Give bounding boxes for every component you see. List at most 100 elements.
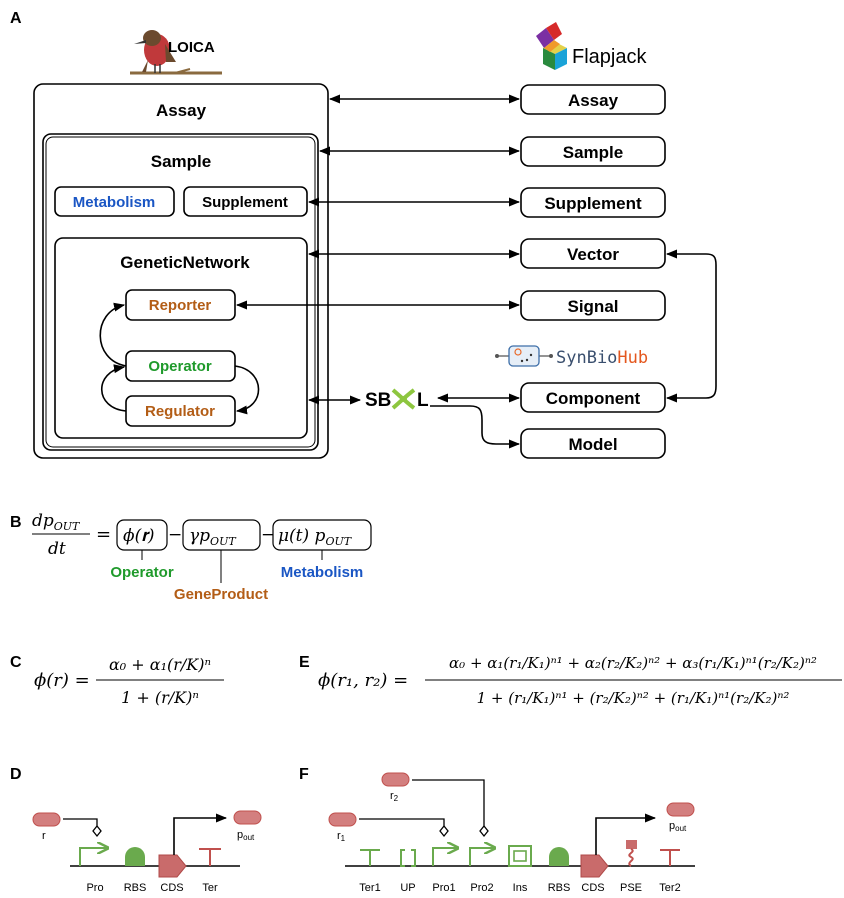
circuit-f-rbs bbox=[549, 847, 569, 866]
synbiohub-logo: SynBioHub bbox=[495, 345, 648, 368]
circuit-f-pro1 bbox=[432, 848, 458, 866]
flapjack-signal-box bbox=[520, 290, 666, 321]
circuit-d-terminator bbox=[199, 848, 221, 866]
svg-text:r2: r2 bbox=[390, 790, 399, 803]
eq-b-term1: ϕ(𝐫) bbox=[123, 526, 155, 546]
circuit-d-input-line bbox=[63, 818, 98, 826]
circuit-d-cds bbox=[158, 854, 187, 878]
operator-to-regulator-arrow bbox=[234, 365, 260, 415]
circuit-f-part-ter2: Ter2 bbox=[659, 882, 680, 894]
circuit-f-pro2 bbox=[469, 848, 495, 866]
flapjack-title: Flapjack bbox=[572, 46, 647, 68]
circuit-f-output-label: p bbox=[669, 820, 675, 832]
circuit-d-output-molecule bbox=[233, 810, 262, 825]
eq-b-minus1: − bbox=[168, 525, 182, 545]
svg-text:pout: pout bbox=[669, 820, 687, 833]
circuit-f-output-molecule bbox=[666, 802, 695, 817]
circuit-f-part-cds: CDS bbox=[581, 882, 604, 894]
circuit-f-operator1-diamond bbox=[439, 824, 449, 838]
circuit-d-output-arrow bbox=[173, 813, 228, 855]
flapjack-signal-label: Signal bbox=[567, 297, 618, 316]
loica-title: LOICA bbox=[168, 39, 215, 56]
circuit-d-output-label: p bbox=[237, 829, 243, 841]
eq-c-numerator: α₀ + α₁(r/K)ⁿ bbox=[109, 655, 211, 674]
flapjack-sample-box bbox=[520, 136, 666, 167]
circuit-f: r2 r1 pout Ter1 UP Pr bbox=[328, 772, 695, 894]
loica-regulator-label: Regulator bbox=[145, 403, 215, 420]
loica-reporter-label: Reporter bbox=[149, 297, 212, 314]
panel-b-label: B bbox=[10, 514, 22, 531]
svg-text:μ(t) pOUT: μ(t) pOUT bbox=[278, 526, 353, 548]
loica-assay-label: Assay bbox=[156, 101, 207, 120]
circuit-f-part-pse: PSE bbox=[620, 882, 642, 894]
circuit-f-input2-molecule bbox=[381, 772, 410, 787]
circuit-f-output-arrow bbox=[595, 813, 657, 855]
flapjack-assay-box bbox=[520, 84, 666, 115]
flapjack-supplement-box bbox=[520, 187, 666, 218]
eq-c-lhs: ϕ(r) = bbox=[34, 670, 90, 691]
circuit-d-input-label: r bbox=[42, 830, 46, 842]
synbiohub-hub: Hub bbox=[617, 348, 648, 368]
flapjack-vector-label: Vector bbox=[567, 245, 619, 264]
flapjack-model-box bbox=[520, 428, 666, 459]
circuit-d-input-molecule bbox=[32, 812, 61, 827]
panel-d-label: D bbox=[10, 766, 22, 783]
loica-sample-box-inner bbox=[45, 136, 316, 448]
eq-b-lhs-num-sub: OUT bbox=[54, 520, 81, 533]
circuit-f-input2-sub: 2 bbox=[394, 794, 399, 803]
loica-metabolism-label: Metabolism bbox=[73, 194, 156, 211]
operator-to-reporter-arrow bbox=[99, 302, 127, 367]
circuit-f-part-ins: Ins bbox=[513, 882, 528, 894]
eq-b-metabolism-label: Metabolism bbox=[281, 564, 364, 581]
flapjack-assay-label: Assay bbox=[568, 91, 619, 110]
flapjack-model-label: Model bbox=[568, 435, 617, 454]
synbiohub-syn: SynBio bbox=[556, 348, 617, 368]
eq-e-denominator: 1 + (r₁/K₁)ⁿ¹ + (r₂/K₂)ⁿ² + (r₁/K₁)ⁿ¹(r₂… bbox=[477, 689, 790, 707]
sbol-logo: SB L bbox=[365, 388, 429, 411]
circuit-f-up bbox=[400, 849, 416, 867]
circuit-f-ins bbox=[508, 845, 532, 867]
circuit-f-input1-line bbox=[359, 818, 445, 826]
flapjack-sample-label: Sample bbox=[563, 143, 623, 162]
circuit-d-rbs bbox=[125, 847, 145, 866]
circuit-d-part-cds: CDS bbox=[160, 882, 183, 894]
circuit-d: r pout Pro RBS CDS Ter bbox=[32, 810, 262, 894]
svg-text:γpOUT: γpOUT bbox=[189, 526, 237, 548]
circuit-f-input2-label: r bbox=[390, 790, 394, 802]
circuit-f-part-ter1: Ter1 bbox=[359, 882, 380, 894]
loica-operator-label: Operator bbox=[148, 358, 212, 375]
loica-logo: LOICA bbox=[130, 30, 222, 75]
loica-reporter-box bbox=[125, 289, 236, 321]
cube-icon bbox=[536, 22, 567, 70]
circuit-f-ter1 bbox=[360, 849, 380, 866]
svg-text:SynBioHub: SynBioHub bbox=[556, 348, 648, 368]
circuit-f-part-rbs: RBS bbox=[548, 882, 571, 894]
panel-a-label: A bbox=[10, 10, 22, 27]
circuit-d-operator-diamond bbox=[92, 824, 102, 838]
bird-icon bbox=[130, 30, 222, 75]
circuit-d-part-ter: Ter bbox=[202, 882, 218, 894]
circuit-f-input1-sub: 1 bbox=[341, 834, 346, 843]
panel-e-label: E bbox=[299, 654, 310, 671]
synbiohub-icon bbox=[495, 345, 553, 367]
panel-f-label: F bbox=[299, 766, 309, 783]
svg-text:pout: pout bbox=[237, 829, 255, 842]
circuit-d-part-pro: Pro bbox=[86, 882, 103, 894]
circuit-f-output-sub: out bbox=[675, 824, 687, 833]
sbol-right: L bbox=[417, 390, 429, 411]
sbol-helix-icon bbox=[391, 388, 416, 410]
circuit-f-cds bbox=[580, 854, 609, 878]
eq-b-term2: γp bbox=[189, 526, 210, 546]
eq-e-numerator: α₀ + α₁(r₁/K₁)ⁿ¹ + α₂(r₂/K₂)ⁿ² + α₃(r₁/K… bbox=[449, 654, 817, 672]
circuit-f-operator2-diamond bbox=[479, 824, 489, 838]
loica-metabolism-box bbox=[54, 186, 175, 217]
sbol-left: SB bbox=[365, 390, 391, 411]
eq-b-term2-sub: OUT bbox=[210, 535, 237, 548]
loica-supplement-label: Supplement bbox=[202, 194, 288, 211]
flapjack-vector-box bbox=[520, 238, 666, 269]
eq-b-lhs-den: dt bbox=[48, 539, 66, 559]
loica-genetic-network-label: GeneticNetwork bbox=[120, 253, 250, 272]
flapjack-supplement-label: Supplement bbox=[544, 194, 642, 213]
eq-b-lhs-num: dp bbox=[32, 511, 54, 531]
circuit-d-output-sub: out bbox=[243, 833, 255, 842]
